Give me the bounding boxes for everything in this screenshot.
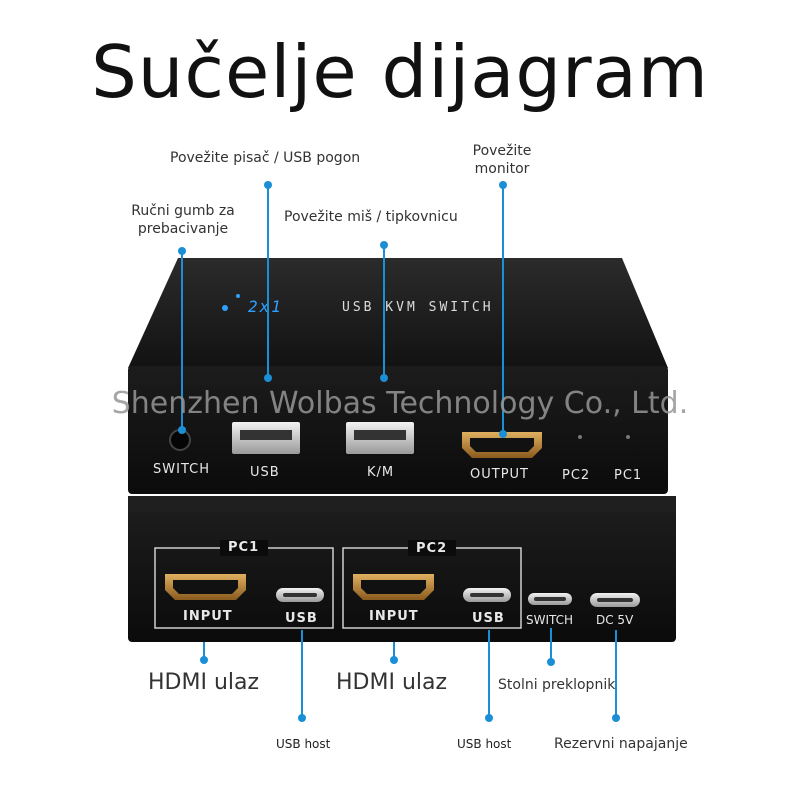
leader-dot-power	[612, 714, 620, 722]
callout-desktop-switch: Stolni preklopnik	[498, 677, 616, 693]
callout-usb-host-2: USB host	[457, 737, 512, 751]
callout-printer-usb: Povežite pisač / USB pogon	[170, 150, 361, 166]
callout-monitor-line1: Povežite	[472, 143, 532, 159]
callout-hdmi-input-2: HDMI ulaz	[336, 670, 448, 695]
front-output-label: OUTPUT	[470, 467, 529, 482]
back-pc1-group-label: PC1	[228, 540, 260, 555]
leader-dot-printer-top	[264, 181, 272, 189]
callout-manual-switch: Ručni gumb za prebacivanje	[118, 202, 248, 238]
leader-line-monitor	[502, 186, 504, 434]
leader-dot-hdmi-1	[200, 656, 208, 664]
callout-monitor-line2: monitor	[474, 161, 530, 177]
leader-line-mouse	[383, 246, 385, 378]
leader-dot-usbhost-1	[298, 714, 306, 722]
leader-dot-mouse-bottom	[380, 374, 388, 382]
front-switch-label: SWITCH	[153, 462, 210, 477]
front-pc1-label: PC1	[614, 468, 643, 483]
leader-dot-desktop-switch	[547, 658, 555, 666]
leader-line-hdmi-1	[203, 642, 205, 660]
leader-dot-manual-top	[178, 247, 186, 255]
back-pc1-usb-label: USB	[285, 611, 318, 626]
model-badge: 2x1	[248, 297, 283, 316]
back-pc2-usb-label: USB	[472, 611, 505, 626]
leader-dot-monitor-bottom	[499, 430, 507, 438]
leader-dot-mouse-top	[380, 241, 388, 249]
leader-line-power	[615, 630, 617, 718]
leader-dot-monitor-top	[499, 181, 507, 189]
leader-dot-printer-bottom	[264, 374, 272, 382]
leader-dot-usbhost-2	[485, 714, 493, 722]
front-usb-label: USB	[250, 465, 280, 480]
front-km-label: K/M	[367, 465, 395, 480]
callout-mouse-keyboard: Povežite miš / tipkovnicu	[284, 209, 458, 225]
leader-line-desktop-switch	[550, 628, 552, 662]
back-pc2-input-label: INPUT	[369, 609, 419, 624]
back-pc2-group-label: PC2	[416, 541, 448, 556]
callout-monitor: Povežite monitor	[462, 142, 542, 178]
watermark: Shenzhen Wolbas Technology Co., Ltd.	[111, 386, 689, 421]
callout-usb-host-1: USB host	[276, 737, 331, 751]
front-unit-top	[128, 258, 668, 368]
leader-dot-manual-bottom	[178, 426, 186, 434]
leader-line-usbhost-2	[488, 630, 490, 718]
callout-manual-line1: Ručni gumb za	[131, 203, 235, 219]
back-pc1-input-label: INPUT	[183, 609, 233, 624]
callout-hdmi-input-1: HDMI ulaz	[148, 670, 260, 695]
device-label: USB KVM SWITCH	[342, 300, 494, 315]
leader-dot-hdmi-2	[390, 656, 398, 664]
page-title: Sučelje dijagram	[91, 30, 709, 114]
callout-manual-line2: prebacivanje	[137, 221, 229, 237]
leader-line-printer	[267, 186, 269, 378]
callout-backup-power: Rezervni napajanje	[554, 736, 688, 752]
back-dc-label: DC 5V	[596, 613, 634, 627]
front-pc2-label: PC2	[562, 468, 591, 483]
back-switch-label: SWITCH	[526, 613, 574, 627]
leader-line-usbhost-1	[301, 630, 303, 718]
leader-line-manual	[181, 252, 183, 430]
back-unit-top	[128, 496, 676, 516]
leader-line-hdmi-2	[393, 642, 395, 660]
